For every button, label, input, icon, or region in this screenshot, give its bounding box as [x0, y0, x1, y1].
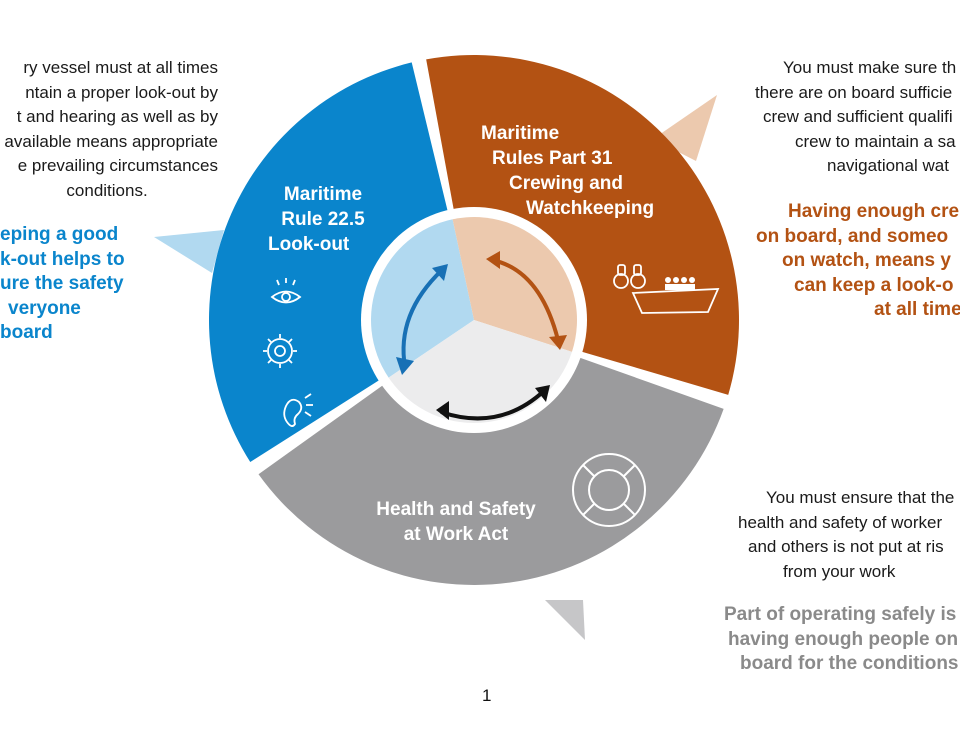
hub-lookout — [370, 219, 474, 378]
crewing-rule-text: You must make sure th there are on board… — [755, 58, 957, 175]
binoculars-icon — [613, 264, 646, 289]
lookout-rule-text: ry vessel must at all times ntain a prop… — [4, 58, 218, 200]
lookout-title: Maritime Rule 22.5 Look-out — [268, 184, 365, 255]
hub-crewing — [452, 216, 577, 352]
lookout-highlight-text: eping a good k-out helps to ure the safe… — [0, 224, 125, 343]
segment-crewing — [426, 55, 739, 395]
hub-health — [388, 320, 572, 423]
ear-icon — [283, 393, 313, 427]
cycle-arrow-health — [436, 385, 550, 421]
gear-icon — [263, 334, 297, 368]
cycle-arrow-lookout — [396, 264, 448, 375]
eye-icon — [270, 278, 302, 304]
page-number: 1 — [482, 686, 492, 705]
lifebuoy-icon — [572, 453, 646, 527]
pointer-lookout — [154, 230, 224, 273]
boat-with-crew-icon — [631, 277, 720, 314]
pointer-health — [545, 600, 585, 640]
crewing-title: Maritime Rules Part 31 Crewing and Watch… — [481, 123, 655, 219]
cycle-arrow-crewing — [486, 251, 567, 350]
health-highlight-text: Part of operating safely is having enoug… — [724, 604, 959, 674]
health-title: Health and Safety at Work Act — [376, 499, 536, 545]
segment-health — [258, 356, 724, 585]
crewing-highlight-text: Having enough cre on board, and someo on… — [756, 201, 960, 320]
health-act-text: You must ensure that the health and safe… — [738, 488, 955, 581]
